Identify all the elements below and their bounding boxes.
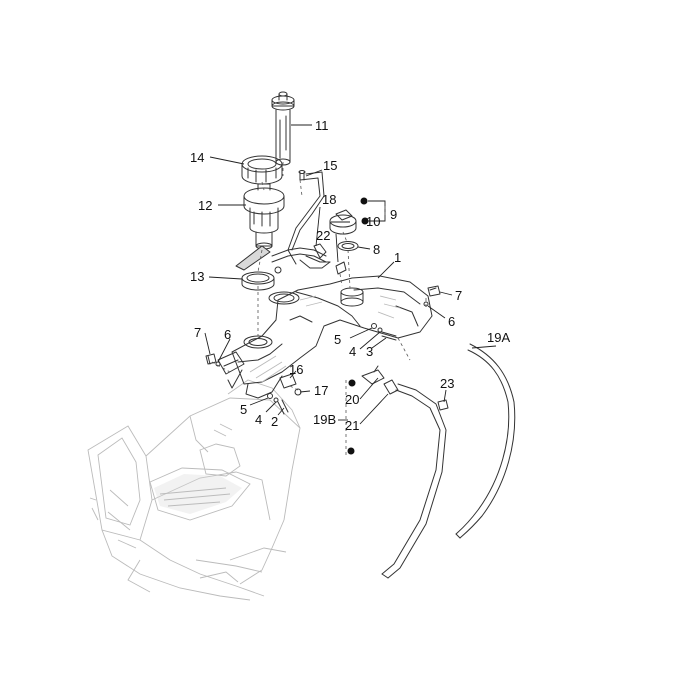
callout-23: 23 — [440, 376, 454, 391]
callout-15: 15 — [323, 158, 337, 173]
callout-13: 13 — [190, 269, 204, 284]
small-fitting-22 — [335, 261, 347, 275]
gasket — [241, 271, 275, 291]
callout-labels: 11 14 15 18 12 10 9 22 8 1 13 7 6 7 6 5 … — [190, 118, 510, 433]
callout-5-lower: 5 — [240, 402, 247, 417]
hose-19a — [455, 343, 516, 539]
fuel-tank — [217, 275, 433, 399]
callout-4-right: 4 — [349, 344, 356, 359]
callout-19b: 19B — [313, 412, 336, 427]
callout-1: 1 — [394, 250, 401, 265]
callout-7-right: 7 — [455, 288, 462, 303]
callout-11: 11 — [315, 118, 329, 133]
hose-19b — [361, 365, 447, 579]
callout-7-left: 7 — [194, 325, 201, 340]
callout-9: 9 — [390, 207, 397, 222]
fuel-pump — [235, 183, 285, 271]
fuel-hose — [287, 170, 325, 265]
cap-gasket — [337, 241, 359, 251]
scooter-frame — [87, 379, 301, 601]
callout-12: 12 — [198, 198, 212, 213]
callout-18: 18 — [322, 192, 336, 207]
ring-nut — [241, 155, 283, 185]
callout-14: 14 — [190, 150, 204, 165]
callout-17: 17 — [314, 383, 328, 398]
assembly-markers — [345, 197, 386, 455]
callout-21: 21 — [345, 418, 359, 433]
callout-22: 22 — [316, 228, 330, 243]
fuel-level-sender — [271, 91, 295, 166]
callout-19a: 19A — [487, 330, 510, 345]
assembly-dashed-lines — [211, 162, 427, 391]
callout-8: 8 — [373, 242, 380, 257]
callout-20: 20 — [345, 392, 359, 407]
callout-10: 10 — [366, 214, 380, 229]
callout-16: 16 — [289, 362, 303, 377]
callout-6-right: 6 — [448, 314, 455, 329]
fuel-cap — [329, 209, 357, 235]
callout-5-right: 5 — [334, 332, 341, 347]
callout-4-lower: 4 — [255, 412, 262, 427]
callout-3: 3 — [366, 344, 373, 359]
pipe-assembly — [271, 243, 331, 274]
leader-lines — [204, 124, 497, 425]
callout-2: 2 — [271, 414, 278, 429]
callout-6-left: 6 — [224, 327, 231, 342]
